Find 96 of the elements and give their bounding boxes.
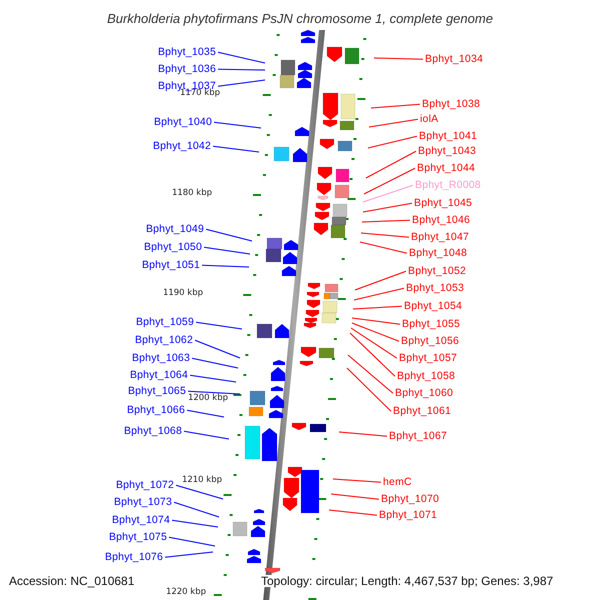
scale-label: 1210 kbp: [182, 476, 222, 484]
leader-line: [350, 332, 396, 377]
gene-label: Bphyt_1071: [379, 510, 438, 520]
leader-line: [360, 242, 408, 254]
gene-label: Bphyt_1036: [158, 64, 216, 74]
scale-label: 1190 kbp: [162, 289, 203, 298]
leader-line: [174, 502, 220, 518]
leader-line: [218, 80, 266, 87]
leader-line: [168, 536, 216, 546]
leader-line: [332, 478, 382, 483]
leader-line: [352, 306, 402, 310]
gene-label: Bphyt_1067: [389, 431, 448, 442]
gene-label: Bphyt_1072: [116, 480, 174, 490]
gene-label: Bphyt_1052: [408, 266, 466, 276]
gene-label: Bphyt_1062: [134, 335, 193, 346]
leader-line: [202, 264, 250, 268]
gene-label: Bphyt_1054: [404, 301, 462, 312]
gene-label: Bphyt_1048: [409, 248, 468, 258]
leader-line: [362, 220, 410, 222]
gene-label: Bphyt_1070: [381, 494, 440, 504]
leader-line: [348, 354, 394, 394]
leader-line: [218, 52, 266, 64]
gene-label: Bphyt_1065: [128, 386, 186, 396]
gene-label: Bphyt_1035: [158, 47, 216, 58]
gene-label: Bphyt_1046: [412, 215, 470, 226]
footer-text: Topology: circular; Length: 4,467,537 bp; Genes: 3,987: [260, 575, 554, 587]
leader-line: [370, 104, 420, 108]
gene-label: Bphyt_1038: [422, 99, 480, 110]
leader-line: [204, 246, 250, 254]
gene-label: Bphyt_1047: [411, 232, 470, 242]
leader-line: [368, 118, 418, 128]
leader-line: [338, 432, 388, 437]
gene-label: Bphyt_1060: [395, 388, 454, 398]
leader-line: [366, 150, 416, 178]
leader-line: [352, 318, 400, 325]
leader-line: [206, 228, 252, 242]
scale-label: 1220 kbp: [166, 588, 206, 596]
leader-line: [164, 552, 214, 558]
scale-label: 1200 kbp: [188, 394, 228, 402]
gene-label: Bphyt_1044: [417, 163, 476, 174]
leader-line: [172, 520, 218, 528]
leader-line: [196, 322, 242, 330]
gene-label: Bphyt_1056: [401, 336, 460, 346]
leader-line: [350, 328, 398, 359]
leader-line: [354, 270, 406, 290]
leader-line: [186, 410, 224, 418]
gene-label: Bphyt_1055: [402, 319, 460, 330]
gene-label: Bphyt_1074: [112, 515, 170, 526]
leader-line: [374, 58, 424, 60]
scale-label: 1180 kbp: [172, 189, 212, 198]
leader-line: [368, 136, 418, 148]
gene-label: Bphyt_1043: [418, 146, 476, 156]
leader-line: [362, 184, 414, 202]
gene-label: Bphyt_1068: [124, 426, 182, 436]
diagram-title: Burkholderia phytofirmans PsJN chromosome 1, complete genome: [106, 12, 494, 25]
gene-label: hemC: [383, 477, 412, 488]
gene-label: Bphyt_1041: [419, 131, 478, 142]
leader-line: [354, 288, 404, 300]
gene-label: Bphyt_1066: [126, 405, 185, 416]
leader-line: [184, 430, 230, 440]
gene-label: Bphyt_1064: [130, 370, 188, 380]
leader-line: [360, 232, 410, 238]
leader-line: [346, 368, 392, 412]
gene-label: Bphyt_1045: [414, 198, 472, 208]
gene-label: Bphyt_1040: [154, 117, 212, 128]
gene-label: Bphyt_R0008: [415, 180, 481, 190]
gene-label: Bphyt_1073: [114, 497, 172, 508]
leader-line: [362, 202, 412, 212]
gene-label: Bphyt_1051: [142, 260, 200, 270]
gene-label: Bphyt_1050: [144, 242, 202, 252]
gene-label: Bphyt_1057: [399, 353, 458, 364]
leader-line: [330, 494, 380, 500]
gene-label: iolA: [420, 114, 438, 124]
gene-label: Bphyt_1061: [393, 406, 452, 416]
footer-text: Accession: NC_010681: [8, 575, 136, 587]
gene-label: Bphyt_1049: [146, 224, 204, 234]
leader-line: [352, 322, 400, 342]
gene-label: Bphyt_1075: [108, 532, 167, 542]
gene-label: Bphyt_1058: [397, 371, 456, 382]
leader-line: [188, 390, 240, 394]
leader-line: [214, 122, 262, 128]
leader-line: [364, 168, 416, 194]
leader-line: [194, 340, 240, 358]
gene-label: Bphyt_1042: [152, 141, 211, 152]
leader-line: [218, 68, 266, 70]
gene-label: Bphyt_1063: [132, 353, 190, 364]
scale-label: 1170 kbp: [180, 89, 220, 98]
gene-label: Bphyt_1034: [425, 54, 484, 64]
leader-line: [192, 358, 238, 368]
gene-label: Bphyt_1059: [136, 317, 194, 328]
leader-line: [176, 484, 224, 500]
leader-line: [328, 510, 378, 516]
leader-line: [190, 374, 236, 382]
leader-line: [212, 146, 260, 152]
gene-label: Bphyt_1076: [104, 552, 163, 562]
gene-label: Bphyt_1053: [406, 283, 464, 294]
